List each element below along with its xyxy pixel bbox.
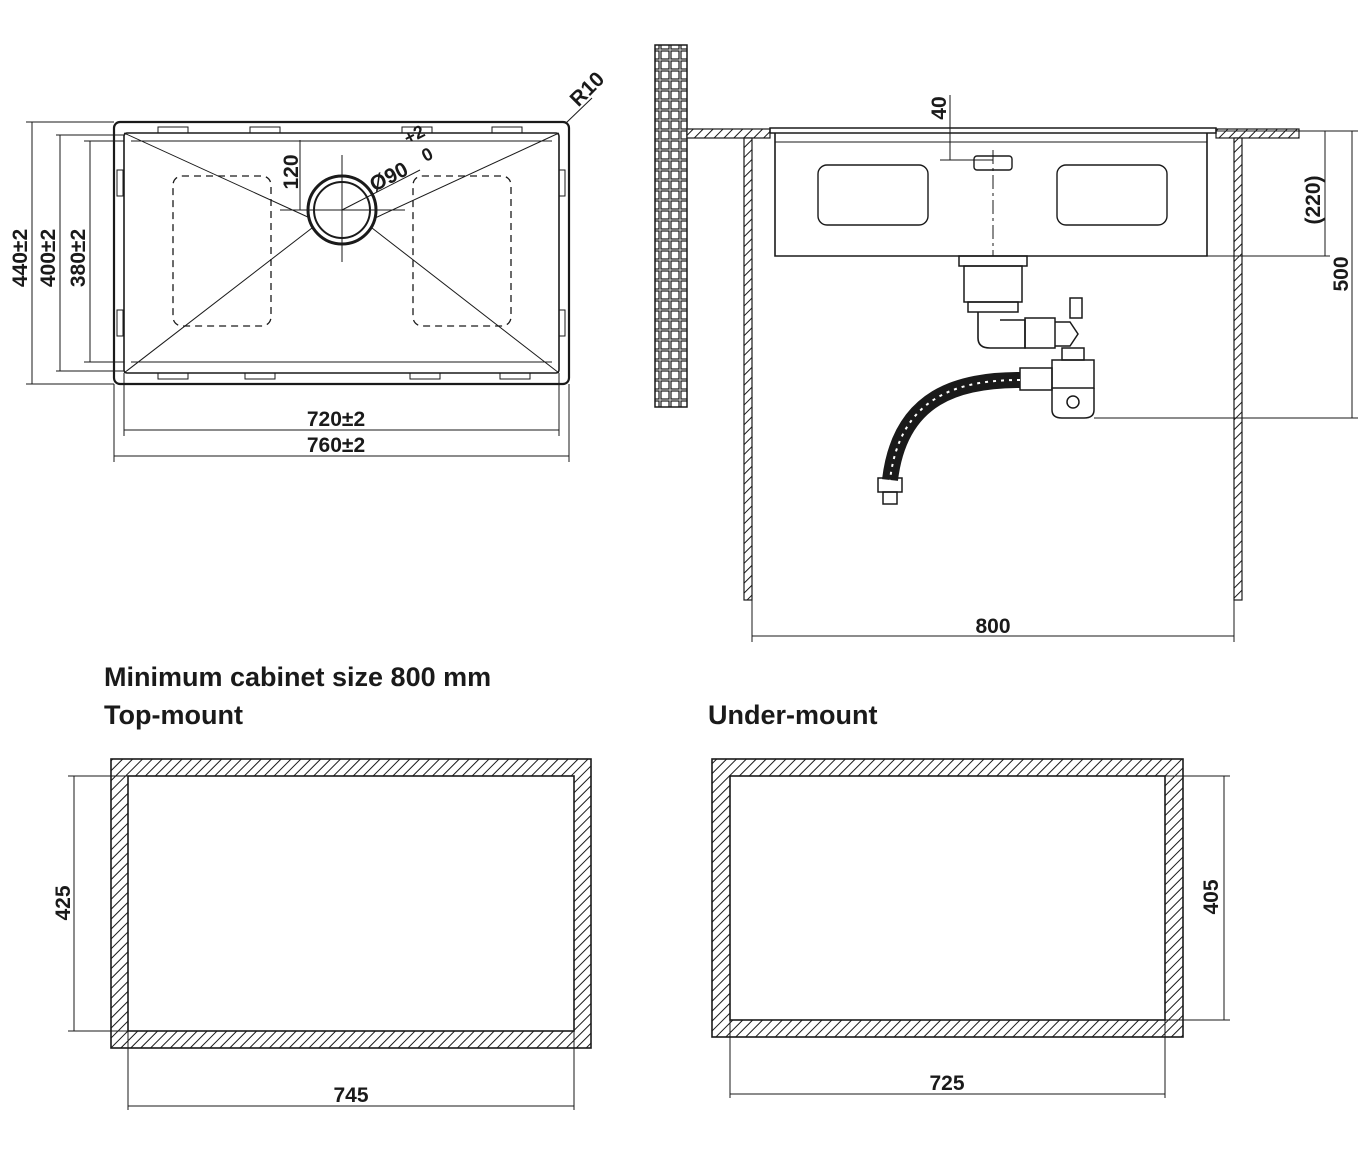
sink-side-view: 40 (220) 500 800 [654,44,1358,642]
radius-leader [565,97,593,124]
fold-line [123,132,311,219]
cabinet-side-right [1233,137,1243,601]
top-mount-cutout [68,758,592,1110]
width-dimensions [113,373,570,462]
under-mount-height-label: 405 [1200,879,1223,914]
bowl-depth-label: (220) [1302,175,1325,224]
drain-offset-label: 120 [280,154,303,189]
bowl-recess-left [817,164,929,226]
top-mount-width-label: 745 [333,1084,368,1107]
sink-top-view: R10 120 Ø90 +2 0 440±2 400±2 380±2 [9,68,609,462]
fold-line [374,132,560,219]
sink-rim-side [769,127,1217,134]
sink-bowl-side [774,133,1208,257]
under-mount-width-label: 725 [929,1072,964,1095]
top-mount-height-label: 425 [52,885,75,920]
under-mount-heading: Under-mount [708,700,878,730]
cabinet-width-label: 800 [975,615,1010,638]
inner-height-label: 380±2 [67,229,90,287]
drain-trap [877,255,1095,505]
total-depth-label: 500 [1330,256,1353,291]
height-dimensions [26,121,124,385]
drain-tol-zero: 0 [418,143,436,165]
min-cabinet-heading: Minimum cabinet size 800 mm [104,662,492,692]
countertop-right [1215,128,1300,139]
outer-height-label: 440±2 [9,229,32,287]
drain-hose [882,372,1021,482]
cabinet-side-left [743,137,753,601]
drain-depth-label: 40 [928,96,951,119]
bowl-recess-right [1056,164,1168,226]
fold-line [123,227,313,374]
mid-height-label: 400±2 [37,229,60,287]
top-mount-heading: Top-mount [104,700,243,730]
drain-diameter-label: Ø90 [366,158,412,197]
radius-label: R10 [566,68,610,112]
outer-width-label: 760±2 [307,434,365,457]
wall [654,44,688,408]
sink-outer-rim [112,120,571,386]
mounting-clips [116,126,566,380]
clip-area-right [412,175,512,327]
countertop-left [686,128,771,139]
fold-line [371,227,560,374]
under-mount-cutout [711,758,1230,1098]
sink-bowl [123,132,560,374]
clip-area-left [172,175,272,327]
inner-width-label: 720±2 [307,408,365,431]
